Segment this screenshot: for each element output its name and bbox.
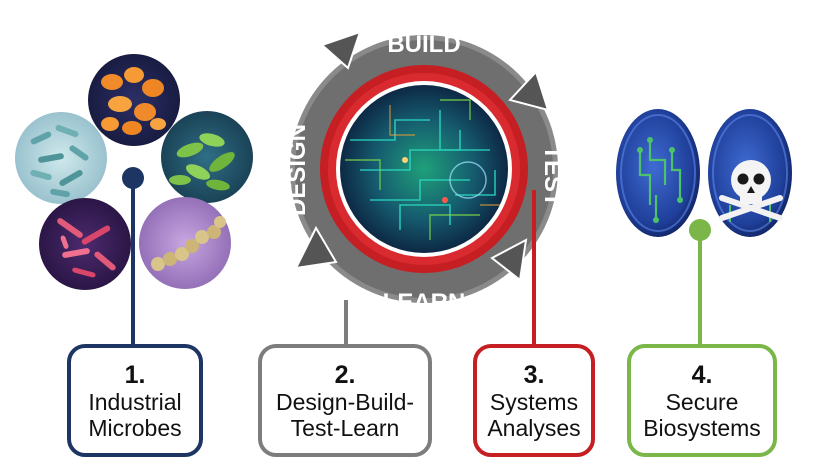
connector-node-1 <box>122 167 144 189</box>
cell-with-circuit-icon <box>616 109 700 237</box>
cycle-arrow-bottom-right-icon <box>490 238 528 282</box>
dbtl-cycle: BUILD LEARN DESIGN TEST <box>284 30 566 344</box>
box-label: Secure Biosystems <box>643 388 761 441</box>
bead-chain-bacteria-icon <box>139 197 231 289</box>
microbes-cluster <box>15 54 253 344</box>
connector-node-4 <box>689 219 711 241</box>
box-label: Systems Analyses <box>487 388 581 441</box>
systems-analyses-box: 3. Systems Analyses <box>473 344 595 457</box>
learn-label: LEARN <box>383 289 466 316</box>
bacteria-rods-icon <box>15 112 107 204</box>
green-bacteria-icon <box>161 111 253 203</box>
cell-with-skull-icon <box>708 109 792 237</box>
secure-biosystems-cluster <box>616 109 792 344</box>
box-number: 3. <box>523 360 545 389</box>
box-label: Industrial Microbes <box>88 388 182 441</box>
circuit-chip-icon <box>340 85 508 253</box>
cycle-arrow-top-left-icon <box>320 30 362 70</box>
test-label: TEST <box>539 145 566 207</box>
industrial-microbes-box: 1. Industrial Microbes <box>67 344 203 457</box>
build-label: BUILD <box>387 31 460 58</box>
cycle-arrow-bottom-left-icon <box>294 225 338 270</box>
box-label: Design-Build- Test-Learn <box>275 388 415 441</box>
box-number: 1. <box>124 360 146 389</box>
design-label: DESIGN <box>284 124 311 216</box>
cycle-arrow-top-right-icon <box>508 70 550 112</box>
pink-bacteria-icon <box>39 198 131 290</box>
design-build-test-learn-box: 2. Design-Build- Test-Learn <box>258 344 432 457</box>
secure-biosystems-box: 4. Secure Biosystems <box>627 344 777 457</box>
box-number: 2. <box>334 360 356 389</box>
yeast-cells-icon <box>88 54 180 146</box>
box-number: 4. <box>691 360 713 389</box>
